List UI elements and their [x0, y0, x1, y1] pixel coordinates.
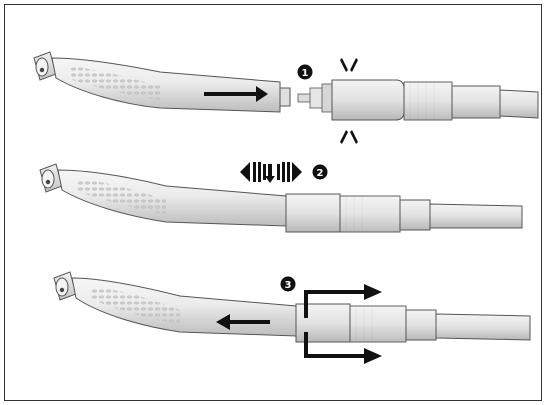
- step-number-1: 1: [302, 68, 309, 79]
- coupling-body-1: [332, 80, 404, 120]
- handpiece-head-3: [54, 272, 76, 300]
- step-badge-3: 3: [281, 277, 296, 292]
- squeeze-marker-bottom: [340, 130, 358, 144]
- hose-3: [436, 314, 530, 340]
- step-number-3: 3: [285, 280, 292, 291]
- coupling-body-2: [286, 194, 340, 232]
- rotate-indicator: [240, 162, 302, 183]
- handpiece-rear-1: [280, 88, 290, 106]
- handpiece-body-2: [58, 170, 286, 226]
- step-badge-1: 1: [298, 65, 313, 80]
- handpiece-body-3: [72, 278, 296, 336]
- step-number-2: 2: [317, 168, 324, 179]
- row-2-connected: 2: [40, 162, 522, 232]
- squeeze-marker-top: [340, 58, 358, 72]
- handpiece-body-1: [52, 58, 280, 112]
- row-3-detach: 3: [54, 272, 530, 364]
- handpiece-head-2: [40, 164, 62, 192]
- handpiece-head-1: [34, 52, 56, 80]
- row-1-disconnected: 1: [34, 52, 538, 144]
- hose-2: [430, 204, 522, 228]
- step-badge-2: 2: [313, 165, 328, 180]
- hose-1: [500, 90, 538, 118]
- coupling-pins-1: [298, 84, 332, 112]
